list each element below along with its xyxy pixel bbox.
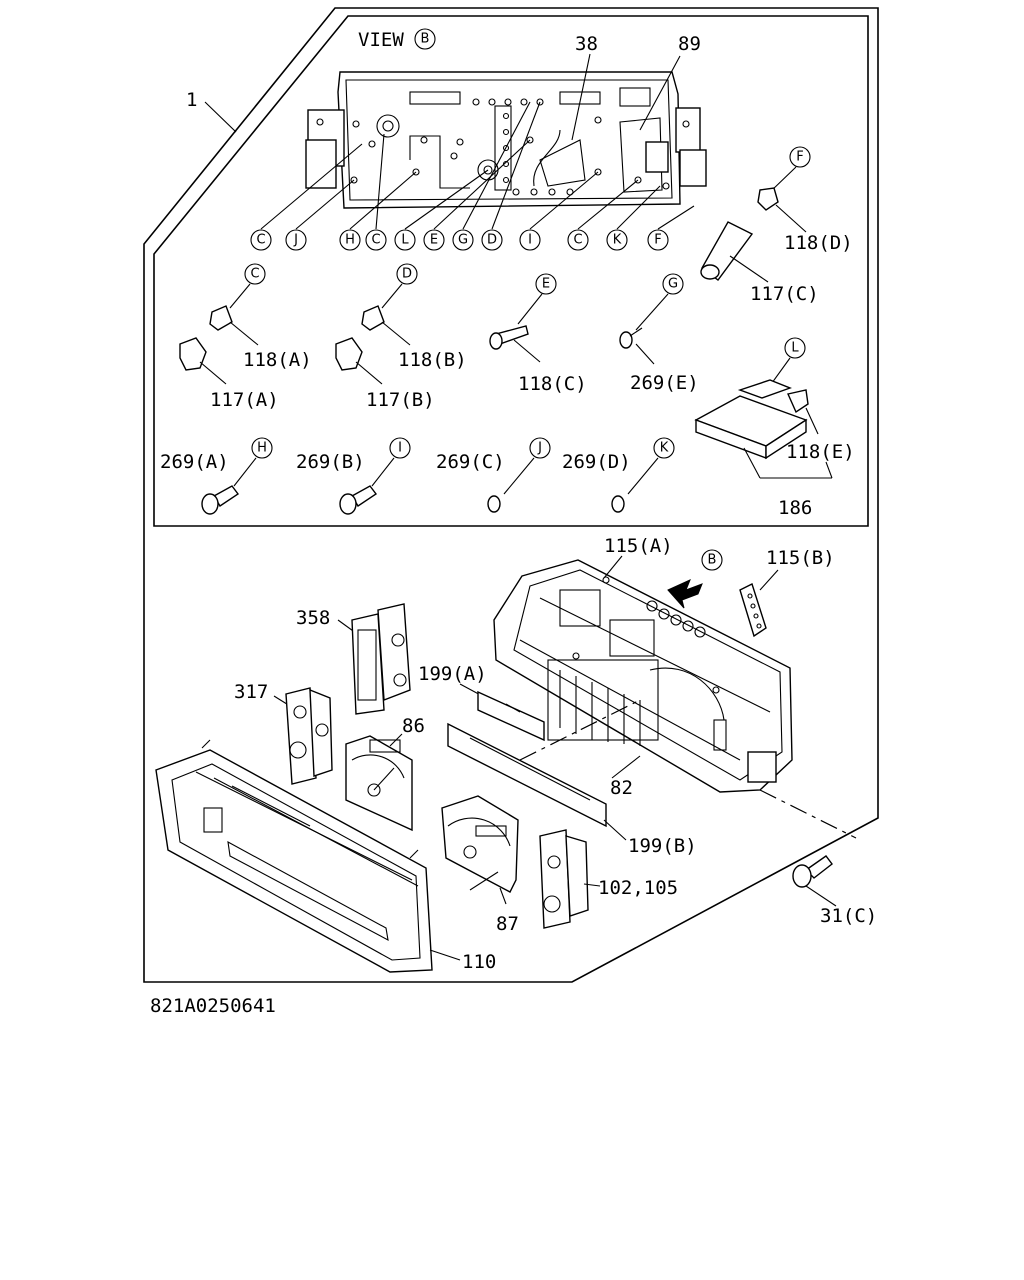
callout-89: 89: [678, 33, 701, 55]
view-arrow-b: B: [667, 549, 723, 609]
part-117c-socket: 117(C): [700, 221, 819, 305]
part-269d: 269(D) K: [562, 437, 675, 513]
svg-text:82: 82: [610, 777, 633, 799]
cluster-rear-view: [305, 71, 707, 209]
svg-text:102,105: 102,105: [598, 877, 678, 899]
part-86-tachometer: 86: [345, 715, 425, 832]
svg-text:E: E: [430, 233, 438, 248]
svg-text:117(A): 117(A): [210, 389, 279, 411]
part-115b-strip: 115(B): [739, 547, 835, 638]
view-box: [153, 15, 869, 527]
svg-text:F: F: [796, 150, 803, 165]
svg-text:K: K: [613, 233, 622, 248]
svg-text:D: D: [402, 267, 412, 282]
svg-text:110: 110: [462, 951, 496, 973]
part-269a: 269(A) H: [160, 437, 273, 515]
part-118c: E 118(C): [489, 273, 587, 395]
svg-text:117(B): 117(B): [366, 389, 435, 411]
svg-text:358: 358: [296, 607, 330, 629]
svg-text:118(D): 118(D): [784, 232, 853, 254]
svg-text:C: C: [250, 267, 259, 282]
svg-text:269(A): 269(A): [160, 451, 229, 473]
svg-text:118(E): 118(E): [786, 441, 855, 463]
svg-text:31(C): 31(C): [820, 905, 877, 927]
part-269b: 269(B) I: [296, 437, 411, 515]
part-82-board: 82: [447, 699, 641, 828]
svg-text:C: C: [573, 233, 582, 248]
part-110-lens: 110: [155, 739, 496, 973]
svg-text:115(B): 115(B): [766, 547, 835, 569]
svg-text:I: I: [528, 233, 532, 248]
part-317-gauge: 317: [234, 681, 333, 785]
svg-text:118(C): 118(C): [518, 373, 587, 395]
svg-text:C: C: [371, 233, 380, 248]
svg-text:118(A): 118(A): [243, 349, 312, 371]
assembly-frame: [143, 7, 879, 983]
svg-text:K: K: [660, 441, 669, 456]
drawing-number: 821A0250641: [150, 995, 276, 1017]
part-115a-case: [493, 559, 793, 793]
svg-text:269(C): 269(C): [436, 451, 505, 473]
svg-text:F: F: [654, 233, 661, 248]
part-269e: G 269(E): [619, 273, 699, 394]
svg-text:H: H: [345, 233, 355, 248]
svg-text:317: 317: [234, 681, 268, 703]
part-118d-bulb: F 118(D): [757, 146, 853, 254]
svg-text:D: D: [487, 233, 497, 248]
svg-text:86: 86: [402, 715, 425, 737]
svg-text:G: G: [458, 233, 468, 248]
svg-text:J: J: [537, 441, 542, 456]
part-102-105-gauge: 102,105: [539, 829, 678, 929]
svg-text:L: L: [791, 341, 799, 356]
callout-38: 38: [575, 33, 598, 55]
part-186-118e: L 118(E) 186: [694, 337, 855, 519]
callout-1: 1: [186, 89, 197, 111]
svg-text:I: I: [398, 441, 402, 456]
svg-text:269(B): 269(B): [296, 451, 365, 473]
part-31c-screw: 31(C): [759, 789, 877, 927]
svg-text:269(E): 269(E): [630, 372, 699, 394]
row-letter-callouts: C J H C L E G D I C K F: [250, 101, 695, 251]
part-199a-plate: 199(A): [418, 663, 545, 742]
view-letter-circle: B: [414, 28, 436, 50]
svg-text:199(A): 199(A): [418, 663, 487, 685]
callout-115a: 115(A): [604, 535, 673, 557]
part-118a-117a: C 118(A) 117(A): [179, 263, 312, 411]
svg-text:117(C): 117(C): [750, 283, 819, 305]
svg-text:118(B): 118(B): [398, 349, 467, 371]
part-269c: 269(C) J: [436, 437, 551, 513]
part-87-speedometer: 87: [441, 795, 519, 935]
svg-text:L: L: [401, 233, 409, 248]
callout-199b: 199(B): [628, 835, 697, 857]
view-title: VIEW: [358, 29, 404, 51]
svg-text:269(D): 269(D): [562, 451, 631, 473]
svg-text:G: G: [668, 277, 678, 292]
svg-text:B: B: [708, 553, 717, 568]
svg-text:E: E: [542, 277, 550, 292]
svg-text:H: H: [257, 441, 267, 456]
svg-text:B: B: [421, 32, 430, 47]
part-358-gauge: 358: [296, 603, 411, 715]
svg-text:C: C: [256, 233, 265, 248]
part-118b-117b: D 118(B) 117(B): [335, 263, 467, 411]
svg-text:J: J: [293, 233, 298, 248]
svg-text:87: 87: [496, 913, 519, 935]
svg-text:186: 186: [778, 497, 812, 519]
